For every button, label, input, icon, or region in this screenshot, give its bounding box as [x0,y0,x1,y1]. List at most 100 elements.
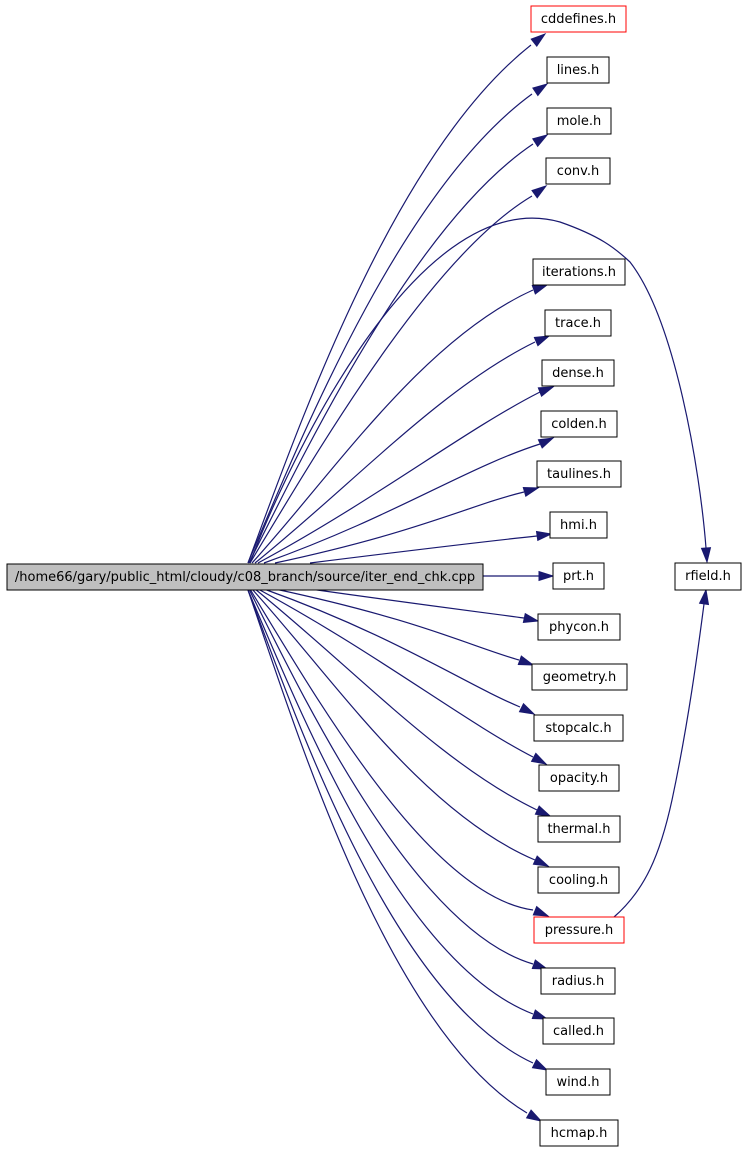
node-box [541,359,615,387]
node-hmi[interactable]: hmi.h [549,511,608,539]
edge-line [613,603,705,918]
node-lines[interactable]: lines.h [546,56,610,84]
node-box [540,967,616,995]
node-stopcalc[interactable]: stopcalc.h [533,714,624,742]
node-box [542,1017,615,1045]
node-label: hmi.h [560,518,597,533]
edge-root-to-rfield [249,217,712,564]
node-cddefines[interactable]: cddefines.h [530,5,627,33]
node-wind[interactable]: wind.h [545,1068,611,1096]
edge-line [249,217,707,564]
node-box [537,815,621,843]
node-box [538,764,620,792]
node-cooling[interactable]: cooling.h [537,866,620,894]
node-label: stopcalc.h [545,721,611,736]
edge-line [247,93,533,564]
edge-line [257,391,541,564]
node-pressure[interactable]: pressure.h [533,916,625,944]
node-box [536,460,622,488]
node-taulines[interactable]: taulines.h [536,460,622,488]
node-colden[interactable]: colden.h [540,410,618,438]
edge-root-to-geometry [274,588,535,666]
arrowhead-icon [531,284,549,295]
edge-line [309,535,538,564]
root-node[interactable]: /home66/gary/public_html/cloudy/c08_bran… [6,563,484,591]
node-label: lines.h [557,63,600,78]
node-label: iterations.h [542,265,616,280]
node-box [533,916,625,944]
node-box [545,1068,611,1096]
node-box [531,663,628,691]
arrowhead-icon [518,702,536,715]
node-label: dense.h [552,366,604,381]
edge-pressure-to-rfield [613,588,710,918]
arrowhead-icon [517,655,535,666]
node-called[interactable]: called.h [542,1017,615,1045]
edges-layer [247,32,712,1122]
edge-root-to-prt [483,570,555,582]
arrowhead-icon [700,547,712,564]
arrowhead-icon [531,1058,549,1071]
node-box [549,511,608,539]
nodes-layer: /home66/gary/public_html/cloudy/c08_bran… [6,5,742,1147]
node-box [546,107,612,135]
node-label: radius.h [552,974,605,989]
edge-root-to-cooling [251,588,550,867]
node-radius[interactable]: radius.h [540,967,616,995]
edge-line [247,589,534,1064]
edge-line [263,588,521,708]
node-label: pressure.h [545,923,614,938]
arrowhead-icon [532,905,550,917]
edge-line [251,289,534,564]
node-geometry[interactable]: geometry.h [531,663,628,691]
node-label: called.h [553,1024,604,1039]
arrowhead-icon [533,335,551,347]
node-box [546,56,610,84]
edge-root-to-conv [249,185,548,564]
node-dense[interactable]: dense.h [541,359,615,387]
edge-root-to-trace [254,335,551,564]
arrowhead-icon [532,83,549,97]
arrowhead-icon [525,1109,543,1122]
arrowhead-icon [522,486,540,497]
root-node-label: /home66/gary/public_html/cloudy/c08_bran… [15,570,475,585]
arrowhead-icon [534,805,552,817]
edge-line [263,443,541,564]
node-box [544,309,612,337]
arrowhead-icon [537,386,555,398]
edge-root-to-mole [248,134,549,564]
node-rfield[interactable]: rfield.h [674,562,742,591]
node-box [552,562,605,590]
node-thermal[interactable]: thermal.h [537,815,621,843]
node-label: trace.h [555,316,601,331]
edge-line [274,491,525,564]
node-mole[interactable]: mole.h [546,107,612,135]
node-opacity[interactable]: opacity.h [538,764,620,792]
edge-root-to-pressure [249,588,550,917]
arrowhead-icon [538,570,555,582]
edge-root-to-lines [247,83,549,564]
node-iterations[interactable]: iterations.h [532,258,626,286]
edge-root-to-called [247,589,549,1020]
node-label: hcmap.h [551,1126,608,1141]
node-box [540,410,618,438]
edge-line [248,588,534,965]
node-box [537,866,620,894]
node-conv[interactable]: conv.h [545,157,611,185]
node-phycon[interactable]: phycon.h [537,613,621,641]
edge-line [247,589,528,1114]
edge-root-to-hmi [309,530,553,564]
node-prt[interactable]: prt.h [552,562,605,590]
edge-line [274,588,520,661]
node-trace[interactable]: trace.h [544,309,612,337]
edge-line [248,143,534,564]
edge-line [254,341,536,564]
node-hcmap[interactable]: hcmap.h [539,1119,619,1147]
node-label: conv.h [557,164,599,179]
edge-root-to-hcmap [247,589,543,1122]
node-label: cddefines.h [541,12,616,27]
arrowhead-icon [535,530,553,542]
root-node-box [6,563,484,591]
arrowhead-icon [531,185,548,199]
